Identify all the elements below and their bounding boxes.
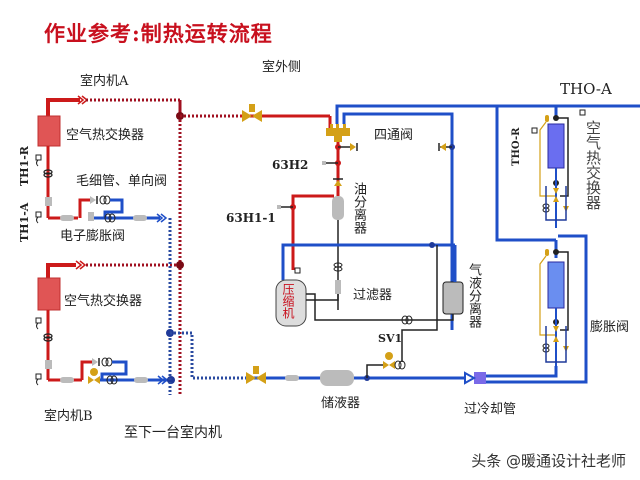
label-th1-r: TH1-R: [18, 146, 31, 186]
filter-icon: [134, 377, 148, 383]
receiver-icon: [320, 370, 354, 386]
label-outdoor-air-hx: 空气热交换器: [584, 120, 602, 210]
pressure-switch-63h2: [322, 161, 326, 165]
capillary-coil-icon: [401, 315, 413, 325]
sensor-icon: [294, 267, 301, 274]
label-63h1-1: 63H1-1: [226, 211, 276, 225]
strainer-icon: [45, 360, 52, 369]
capillary-coil-icon: [101, 357, 113, 367]
label-outdoor-side: 室外侧: [262, 60, 302, 75]
oil-separator-icon: [332, 196, 344, 220]
indoor-unit-a: [35, 95, 182, 224]
sensor-icon: [579, 109, 586, 116]
air-heat-exchanger-a: [37, 115, 61, 147]
filter-icon: [285, 375, 299, 381]
label-63h2: 63H2: [272, 158, 309, 172]
sensor-icon: [35, 211, 42, 224]
dashed-liquid-to-outdoor: [170, 331, 245, 380]
label-tho-a: THO-A: [560, 80, 612, 98]
solenoid-valve-sv1: [383, 352, 395, 369]
pipe-hot-a-top: [46, 98, 80, 120]
label-sv1: SV1: [378, 332, 403, 345]
label-to-next-indoor: 至下一台室内机: [124, 425, 222, 441]
arrow-b-top: [75, 260, 87, 270]
air-heat-exchanger-b: [37, 277, 61, 311]
service-valve-icon: [242, 104, 262, 122]
label-compressor: 压缩机: [281, 283, 295, 319]
arrow-a-out: [156, 213, 168, 223]
service-valve-icon: [246, 366, 266, 384]
filter-icon: [335, 280, 341, 294]
label-expansion-valve: 膨胀阀: [590, 320, 630, 335]
outdoor-heat-exchanger-b: [547, 261, 565, 309]
sensor-icon: [35, 317, 42, 330]
check-valve-icon: [90, 196, 96, 204]
filter-icon: [60, 215, 74, 221]
label-th1-a: TH1-A: [18, 202, 31, 242]
watermark: 头条 @暖通设计社老师: [471, 452, 626, 470]
gas-liquid-separator-icon: [442, 281, 464, 315]
label-oil-separator: 油分离器: [351, 182, 366, 234]
check-valve-icon: [440, 143, 446, 151]
filter-icon: [60, 377, 74, 383]
label-filter: 过滤器: [353, 288, 393, 303]
electronic-expansion-valve-a: [88, 212, 94, 221]
capillary-coil-icon: [43, 169, 53, 178]
label-indoor-unit-a: 室内机A: [80, 74, 129, 89]
capillary-coil-icon: [394, 360, 406, 370]
four-way-valve-icon: [326, 124, 350, 142]
outdoor-hx-lower: [539, 240, 569, 376]
capillary-coil-icon: [104, 213, 116, 223]
check-valve-icon: [92, 358, 98, 366]
label-subcooler: 过冷却管: [464, 402, 517, 417]
outdoor-hx-upper: [495, 106, 586, 242]
dashed-hot-a: [86, 98, 182, 116]
electronic-expansion-valve-b: [88, 368, 100, 384]
pipe-a-branch: [78, 198, 90, 218]
sensor-icon: [531, 127, 538, 134]
compressor-section: [275, 242, 464, 362]
check-valve-icon: [350, 143, 356, 151]
sensor-icon: [35, 154, 42, 167]
label-air-hx-a: 空气热交换器: [66, 128, 145, 143]
outdoor-heat-exchanger-a: [547, 123, 565, 169]
label-four-way-valve: 四通阀: [374, 128, 414, 143]
junction-node: [176, 261, 184, 269]
label-air-hx-b: 空气热交换器: [64, 294, 143, 309]
strainer-icon: [45, 197, 52, 206]
label-indoor-unit-b: 室内机B: [44, 409, 93, 424]
page-title: 作业参考:制热运转流程: [44, 21, 273, 46]
capillary-coil-icon: [99, 195, 111, 205]
pressure-switch-63h1: [277, 205, 281, 209]
label-tho-r: THO-R: [511, 127, 522, 166]
capillary-coil-icon: [43, 333, 53, 342]
compressor-body: [275, 279, 307, 327]
label-eev: 电子膨胀阀: [60, 229, 126, 244]
check-valve-icon: [334, 180, 342, 186]
capillary-coil-icon: [333, 262, 343, 272]
subcooler-icon: [474, 372, 486, 384]
indoor-unit-b: [35, 260, 180, 386]
label-gas-liquid-separator: 气液分离器: [466, 263, 481, 328]
filter-icon: [133, 215, 147, 221]
label-receiver: 储液器: [321, 396, 361, 411]
label-capillary-check-valve: 毛细管、单向阀: [76, 174, 168, 189]
capillary-coil-icon: [106, 375, 118, 385]
sensor-icon: [35, 373, 42, 386]
